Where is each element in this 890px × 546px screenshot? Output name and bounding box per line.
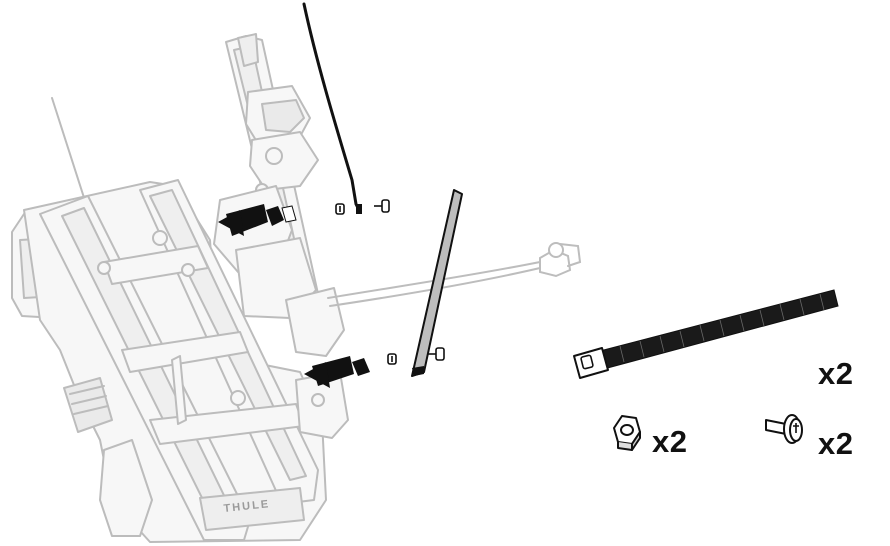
bolt-quantity-label: x2	[818, 426, 854, 461]
cable-tip	[356, 204, 362, 214]
nut-icon	[613, 415, 641, 451]
strap-quantity-label: x2	[818, 356, 854, 391]
thin-cable	[302, 2, 362, 214]
nut-quantity-label: x2	[652, 424, 688, 459]
rubber-strip	[411, 189, 463, 377]
electrical-cable	[327, 242, 582, 307]
strap-icon	[573, 289, 839, 379]
push-arrow-icon	[218, 204, 297, 236]
upper-hardware	[335, 199, 390, 215]
lower-hardware	[387, 347, 445, 365]
brand-mark: THULE	[223, 498, 271, 515]
bike-rack-outline	[11, 33, 349, 543]
bolt-icon	[765, 414, 803, 444]
push-arrow-icon	[304, 356, 370, 388]
